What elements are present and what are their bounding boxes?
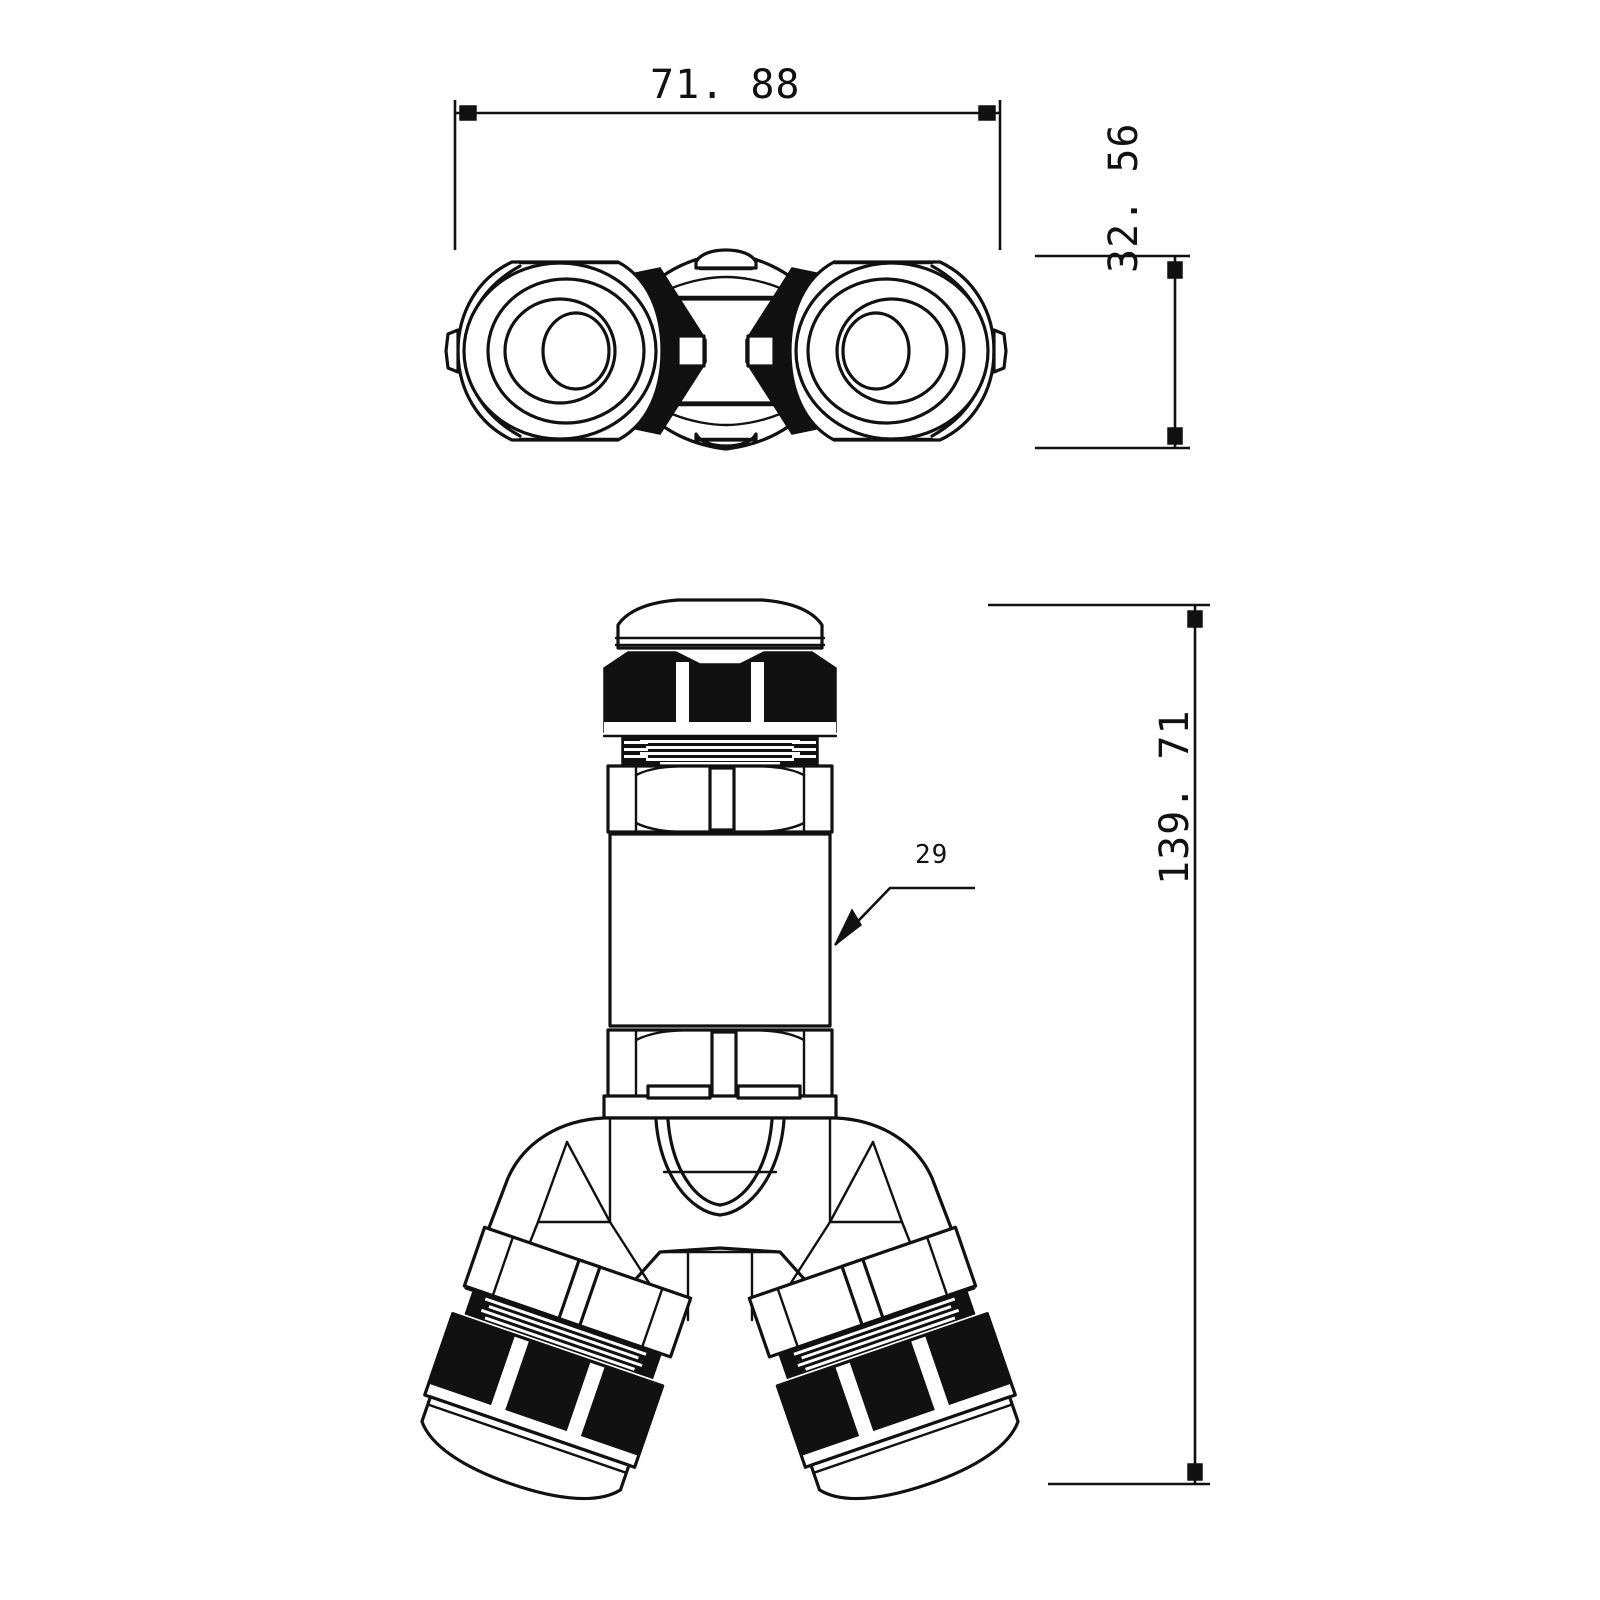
front-upper-hex-nut-white	[606, 764, 834, 834]
top-view-assembly	[444, 248, 1008, 451]
front-left-branch-gland	[420, 1225, 693, 1501]
callout-leader-29	[834, 886, 975, 946]
dimension-label-width: 71. 88	[650, 62, 801, 108]
front-view-assembly	[420, 598, 1020, 1501]
front-top-threaded-neck	[621, 736, 819, 766]
top-view-left-gland-nut	[444, 260, 664, 442]
dimension-height-32-56	[1035, 254, 1190, 450]
dimension-label-height-front: 139. 71	[1152, 709, 1198, 885]
front-right-branch-gland	[747, 1225, 1020, 1501]
front-top-hex-nut-dark	[602, 651, 838, 738]
dimension-width-71-88	[453, 100, 1002, 250]
callout-label-29: 29	[915, 840, 949, 870]
dimension-label-height-top: 32. 56	[1101, 122, 1147, 274]
front-top-dome-cap	[614, 598, 826, 650]
front-main-body	[608, 832, 832, 1028]
front-lower-hex-nut	[602, 1028, 838, 1120]
dimension-height-139-71	[988, 603, 1210, 1486]
top-view-connector-detail	[676, 334, 776, 368]
top-view-right-gland-nut	[788, 260, 1008, 442]
